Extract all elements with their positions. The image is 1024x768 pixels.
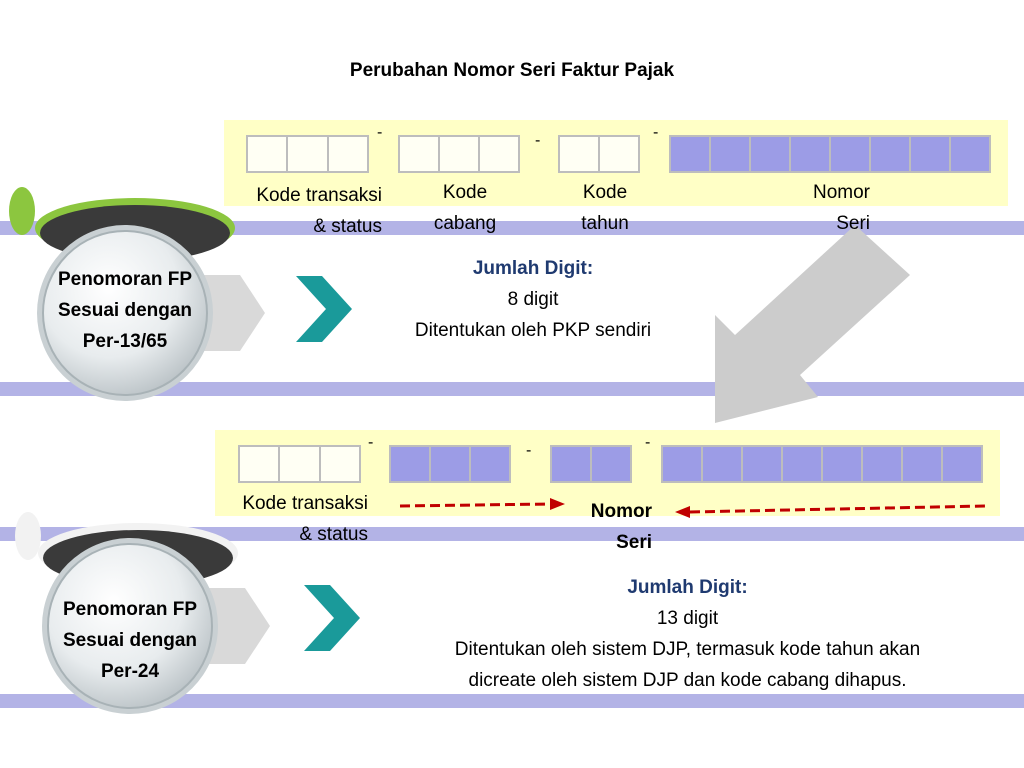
- big-down-left-arrow: [715, 225, 910, 423]
- red-dashed-arrows: [399, 498, 986, 518]
- new-info: Jumlah Digit: 13 digit Ditentukan oleh s…: [385, 572, 990, 696]
- new-label-nomor-seri: Nomor Seri: [590, 501, 652, 553]
- stripe: [0, 694, 1024, 708]
- old-circle-label: Penomoran FP Sesuai dengan Per-13/65: [57, 269, 193, 352]
- old-label-kode-transaksi: Kode transaksi & status: [256, 185, 382, 237]
- old-info-line: 8 digit: [507, 289, 559, 310]
- new-group-serial-part-3: [661, 445, 983, 483]
- old-group-nomor-seri: [669, 135, 991, 173]
- old-group-kode-cabang: [398, 135, 520, 173]
- old-label-kode-tahun: Kode tahun: [581, 182, 629, 234]
- new-group-kode-transaksi: [238, 445, 361, 483]
- separator: -: [368, 434, 374, 451]
- slide-title: Perubahan Nomor Seri Faktur Pajak: [349, 60, 675, 81]
- chevron-right-icon: [296, 276, 352, 342]
- chevron-right-icon: [304, 585, 360, 651]
- separator: -: [526, 442, 532, 459]
- old-label-kode-cabang: Kode cabang: [433, 182, 497, 234]
- new-group-serial-part-2: [550, 445, 632, 483]
- new-circle-graphic: [15, 512, 270, 714]
- separator: -: [377, 124, 383, 141]
- old-group-kode-tahun: [558, 135, 640, 173]
- old-info-heading: Jumlah Digit:: [472, 258, 594, 279]
- old-circle-graphic: [9, 187, 265, 401]
- old-label-nomor-seri: Nomor Seri: [812, 182, 870, 234]
- separator: -: [645, 434, 651, 451]
- stripe: [0, 527, 1024, 541]
- old-info: Jumlah Digit: 8 digit Ditentukan oleh PK…: [380, 253, 686, 346]
- separator: -: [653, 124, 659, 141]
- old-group-kode-transaksi: [246, 135, 369, 173]
- new-label-kode-transaksi: Kode transaksi & status: [242, 493, 368, 545]
- new-info-heading: Jumlah Digit:: [627, 577, 748, 598]
- new-info-line: Ditentukan oleh sistem DJP, termasuk kod…: [454, 639, 921, 660]
- new-circle-label: Penomoran FP Sesuai dengan Per-24: [62, 599, 198, 682]
- old-info-line: Ditentukan oleh PKP sendiri: [414, 320, 652, 341]
- new-group-serial-part-1: [389, 445, 511, 483]
- new-info-line: dicreate oleh sistem DJP dan kode cabang…: [468, 670, 907, 691]
- stripe: [0, 221, 1024, 235]
- separator: -: [535, 132, 541, 149]
- new-info-line: 13 digit: [656, 608, 719, 629]
